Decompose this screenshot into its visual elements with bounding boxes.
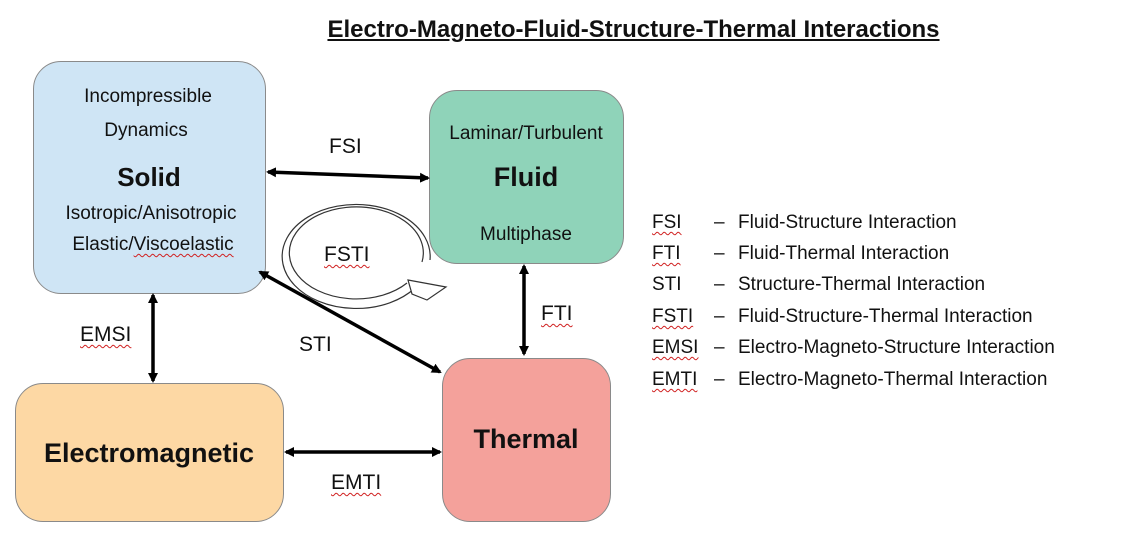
legend-row-fti: FTI–Fluid-Thermal Interaction: [652, 243, 950, 264]
diagram-title: Electro-Magneto-Fluid-Structure-Thermal …: [327, 16, 940, 43]
thermal-box: [442, 358, 611, 522]
solid-line-3: Isotropic/Anisotropic: [65, 203, 237, 224]
thermal-label: Thermal: [473, 424, 579, 454]
solid-line-1: Incompressible: [84, 86, 212, 107]
legend-row-sti: STI–Structure-Thermal Interaction: [652, 274, 986, 295]
fsti-edge-label: FSTI: [324, 243, 370, 266]
legend-row-emsi: EMSI–Electro-Magneto-Structure Interacti…: [652, 337, 1055, 358]
sti-edge-label: STI: [299, 333, 332, 356]
solid-label: Solid: [117, 162, 181, 192]
solid-line-4: Elastic/Viscoelastic: [72, 234, 234, 255]
emsi-edge-label: EMSI: [80, 323, 132, 346]
emti-edge-label: EMTI: [331, 471, 382, 494]
legend-row-fsti: FSTI–Fluid-Structure-Thermal Interaction: [652, 306, 1033, 327]
fti-edge-label: FTI: [541, 302, 573, 325]
fluid-top-text: Laminar/Turbulent: [449, 123, 603, 144]
solid-line-2: Dynamics: [104, 120, 188, 141]
electromagnetic-box: [15, 383, 284, 522]
sti-arrow: [258, 270, 442, 374]
fsi-arrow: [266, 167, 430, 183]
fluid-box: [429, 90, 624, 264]
electromagnetic-label: Electromagnetic: [43, 438, 255, 468]
legend-row-emti: EMTI–Electro-Magneto-Thermal Interaction: [652, 369, 1048, 390]
fluid-bottom-text: Multiphase: [480, 224, 572, 245]
fluid-label: Fluid: [493, 162, 559, 192]
solid-box: [33, 61, 266, 294]
legend-row-fsi: FSI–Fluid-Structure Interaction: [652, 212, 957, 233]
fsti-loop-arrow: [281, 203, 448, 309]
fsi-edge-label: FSI: [329, 135, 362, 158]
